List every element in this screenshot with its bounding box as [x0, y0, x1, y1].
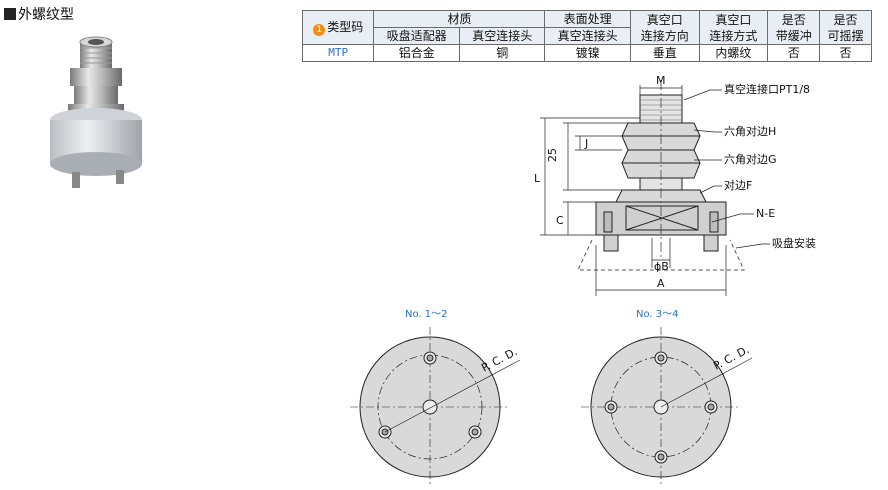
side-view [595, 94, 727, 252]
bottom-view-left-label: No. 1～2 [405, 309, 448, 320]
dim-a-label: A [657, 277, 665, 290]
bottom-view-right [581, 327, 753, 487]
dim-m-label: M [656, 74, 666, 87]
header-vacuum-connector: 真空连接头 [458, 27, 546, 45]
callout-flat-f: 对边F [724, 178, 752, 192]
page-title: 外螺纹型 [4, 4, 74, 24]
dim-c-label: C [556, 214, 564, 227]
cell-swing: 否 [819, 44, 872, 62]
cell-method: 内螺纹 [698, 44, 769, 62]
header-vacuum-method: 真空口连接方式 [698, 10, 769, 45]
callout-hex-h: 六角对边H [724, 124, 776, 138]
callout-pad: 吸盘安装 [772, 236, 816, 250]
callout-port: 真空连接口PT1/8 [724, 82, 810, 96]
cell-pad-adapter: 铝合金 [373, 44, 460, 62]
pcd-right-label: P. C. D. [711, 343, 751, 373]
callout-hex-g: 六角对边G [724, 152, 777, 166]
title-square-icon [4, 8, 16, 20]
header-swing: 是否可摇摆 [819, 10, 872, 45]
table-row: MTP 铝合金 铜 镀镍 垂直 内螺纹 否 否 [301, 44, 872, 62]
page-title-text: 外螺纹型 [18, 7, 74, 23]
dim-j-label: J [584, 137, 588, 150]
header-vacuum-direction: 真空口连接方向 [629, 10, 700, 45]
bottom-view-right-label: No. 3～4 [636, 309, 679, 320]
header-buffer: 是否带缓冲 [767, 10, 821, 45]
dim-25-label: 25 [546, 148, 559, 162]
header-pad-adapter: 吸盘适配器 [373, 27, 460, 45]
callout-ne: N-E [756, 207, 775, 220]
header-material: 材质 [373, 10, 546, 28]
cell-vacuum-connector: 铜 [458, 44, 546, 62]
number-badge-icon: 1 [313, 24, 326, 36]
pcd-left-label: P. C. D. [479, 345, 519, 375]
product-photo [50, 36, 142, 188]
dim-b-label: ϕB [654, 260, 669, 273]
bottom-view-left [350, 327, 521, 487]
cell-type: MTP [301, 44, 375, 62]
dim-l-label: L [534, 172, 541, 185]
cell-surface: 镀镍 [544, 44, 631, 62]
